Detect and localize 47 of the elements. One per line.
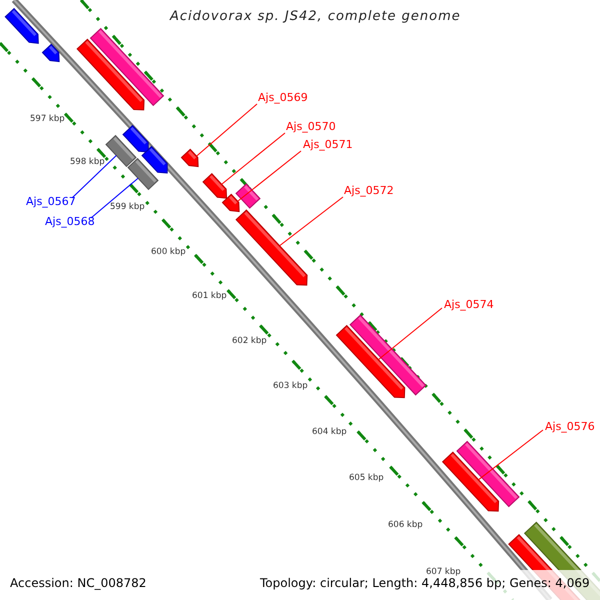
gene-label: Ajs_0572: [344, 184, 394, 197]
gene-label: Ajs_0568: [45, 215, 95, 228]
gene-block: [105, 134, 137, 168]
scale-label: 602 kbp: [232, 336, 267, 346]
scale-label: 605 kbp: [349, 473, 384, 483]
gene-block: [127, 158, 159, 190]
gene-block: [235, 183, 261, 209]
leader-line: [378, 308, 442, 360]
gene-block: [222, 194, 240, 212]
gene-label: Ajs_0574: [444, 298, 494, 311]
scale-label: 604 kbp: [312, 427, 347, 437]
leader-line: [72, 155, 117, 198]
scale-label: 597 kbp: [30, 114, 65, 124]
leader-line: [279, 196, 344, 246]
scale-label: 598 kbp: [70, 157, 105, 167]
gene-block: [235, 209, 308, 286]
gene-block: [202, 172, 228, 199]
leader-line: [237, 150, 302, 202]
scale-label: 607 kbp: [426, 567, 461, 577]
gene-label: Ajs_0569: [258, 91, 308, 104]
footer-text: Topology: circular; Length: 4,448,856 bp; Genes: 4,069: [260, 576, 590, 590]
scale-label: 606 kbp: [388, 520, 423, 530]
leader-line: [478, 430, 544, 480]
scale-label: 601 kbp: [192, 291, 227, 301]
gene-label: Ajs_0570: [286, 120, 336, 133]
scale-label: 603 kbp: [273, 381, 308, 391]
gene-block: [180, 148, 199, 168]
gene-block: [336, 324, 406, 398]
gene-label: Ajs_0576: [545, 420, 595, 433]
leader-line: [196, 104, 258, 157]
title: Acidovorax sp. JS42, complete genome: [170, 9, 461, 24]
gene-block: [141, 146, 168, 174]
scale-label: 600 kbp: [151, 247, 186, 257]
leader-line: [90, 178, 139, 218]
footer-text: Accession: NC_008782: [10, 576, 146, 590]
leader-line: [221, 132, 286, 185]
gene-block: [42, 44, 60, 62]
gene-block: [122, 124, 149, 152]
scale-label: 599 kbp: [110, 202, 145, 212]
gene-label: Ajs_0571: [303, 138, 353, 151]
gene-block: [76, 38, 145, 110]
gene-block: [4, 8, 39, 44]
gene-label: Ajs_0567: [26, 195, 76, 208]
gene-block: [442, 451, 500, 512]
gene-block: [90, 28, 164, 106]
gene-block: [456, 440, 520, 508]
gene-block: [349, 314, 427, 396]
